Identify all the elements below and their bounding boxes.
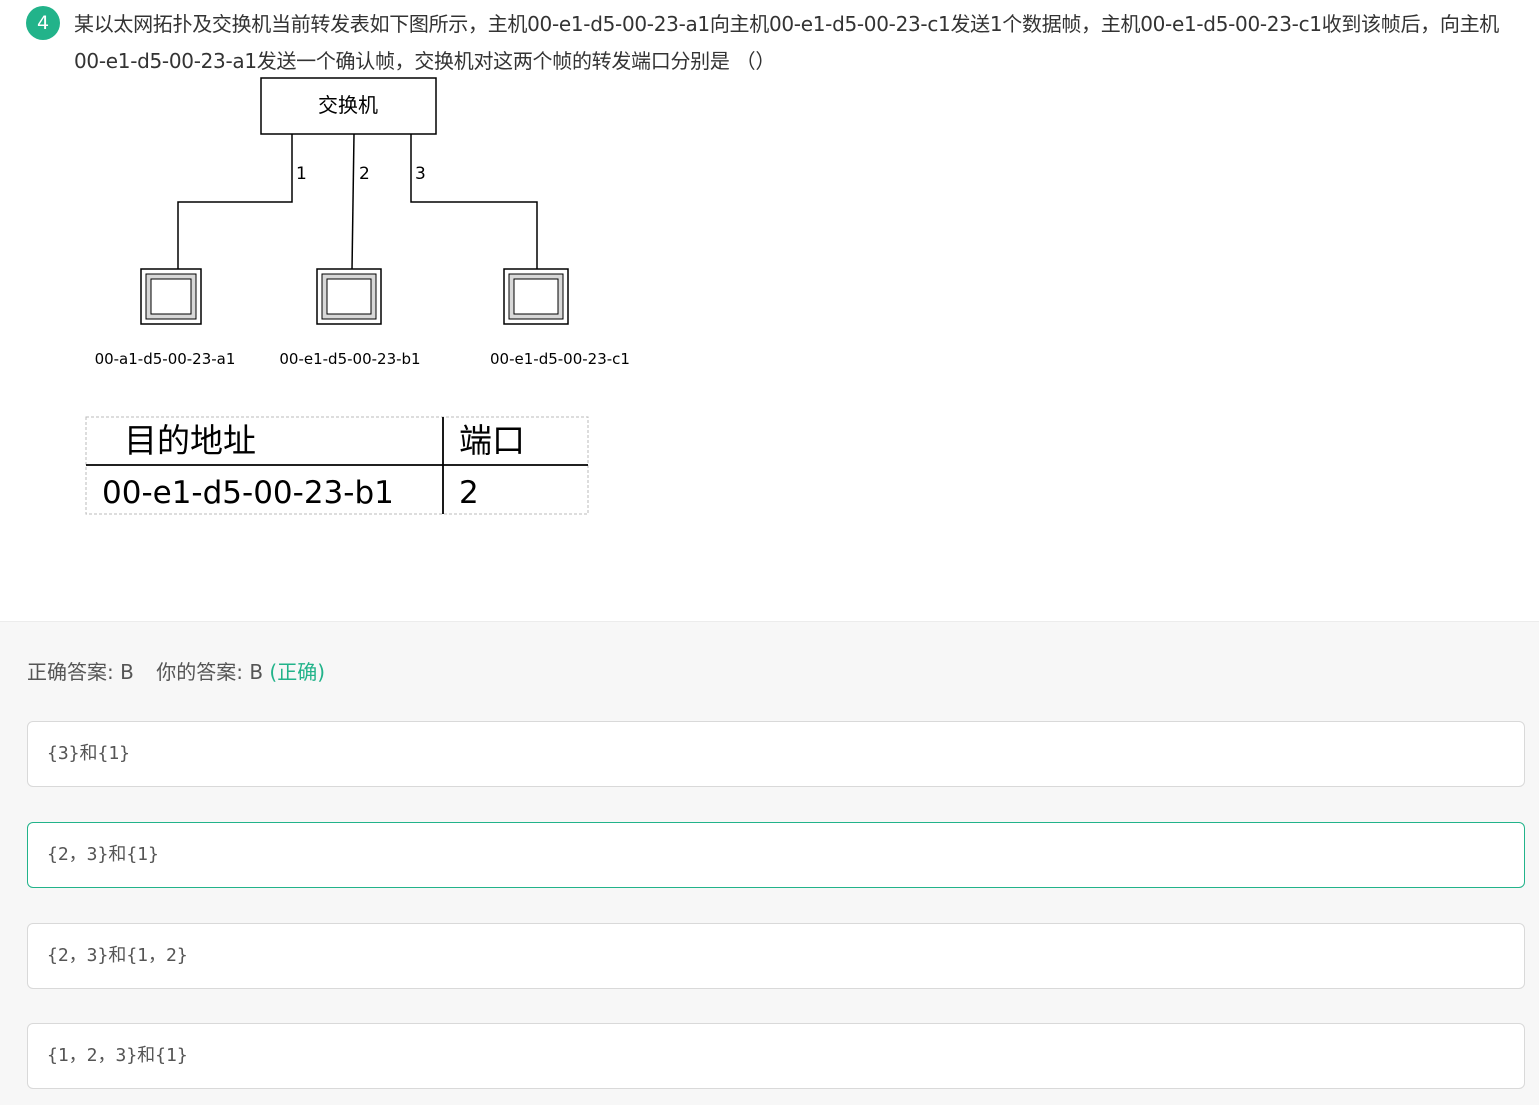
link-port-3 — [410, 134, 538, 270]
correct-answer-value: B — [120, 660, 134, 684]
option-b-selected[interactable]: {2，3}和{1} — [27, 822, 1525, 888]
network-topology-diagram: 交换机 1 2 3 00-a1-d5-00-23-a1 00-e1-d5-00-… — [85, 77, 630, 515]
host-mac-label: 00-e1-d5-00-23-b1 — [279, 350, 420, 368]
option-a[interactable]: {3}和{1} — [27, 721, 1525, 787]
question-text: 某以太网拓扑及交换机当前转发表如下图所示，主机00-e1-d5-00-23-a1… — [74, 12, 1499, 73]
table-header-destination: 目的地址 — [124, 421, 256, 460]
your-answer-label: 你的答案: — [156, 660, 243, 684]
forwarding-table: 目的地址 端口 00-e1-d5-00-23-b1 2 — [85, 416, 589, 515]
table-header-port: 端口 — [459, 421, 525, 460]
table-cell-port: 2 — [459, 475, 479, 511]
option-d[interactable]: {1，2，3}和{1} — [27, 1023, 1525, 1089]
correct-answer-label: 正确答案: — [27, 660, 114, 684]
host-computer-icon — [140, 268, 202, 325]
table-cell-destination: 00-e1-d5-00-23-b1 — [102, 475, 394, 511]
link-port-1 — [177, 134, 293, 270]
port-label-1: 1 — [296, 164, 307, 184]
port-label-2: 2 — [359, 164, 370, 184]
switch-label: 交换机 — [318, 93, 378, 117]
host-computer-icon — [316, 268, 382, 325]
option-c[interactable]: {2，3}和{1，2} — [27, 923, 1525, 989]
answer-summary: 正确答案: B 你的答案: B (正确) — [27, 656, 325, 685]
question-number-badge: 4 — [26, 6, 60, 40]
switch-box — [260, 77, 437, 135]
host-mac-label: 00-a1-d5-00-23-a1 — [95, 350, 236, 368]
answer-status: (正确) — [269, 660, 326, 684]
your-answer-value: B — [249, 660, 264, 684]
question-area: 4 某以太网拓扑及交换机当前转发表如下图所示，主机00-e1-d5-00-23-… — [26, 6, 1500, 515]
host-computer-icon — [503, 268, 569, 325]
port-label-3: 3 — [415, 164, 426, 184]
host-mac-label: 00-e1-d5-00-23-c1 — [490, 350, 630, 368]
answer-area: 正确答案: B 你的答案: B (正确) {3}和{1} {2，3}和{1} {… — [0, 621, 1539, 1105]
link-port-2 — [351, 133, 355, 271]
